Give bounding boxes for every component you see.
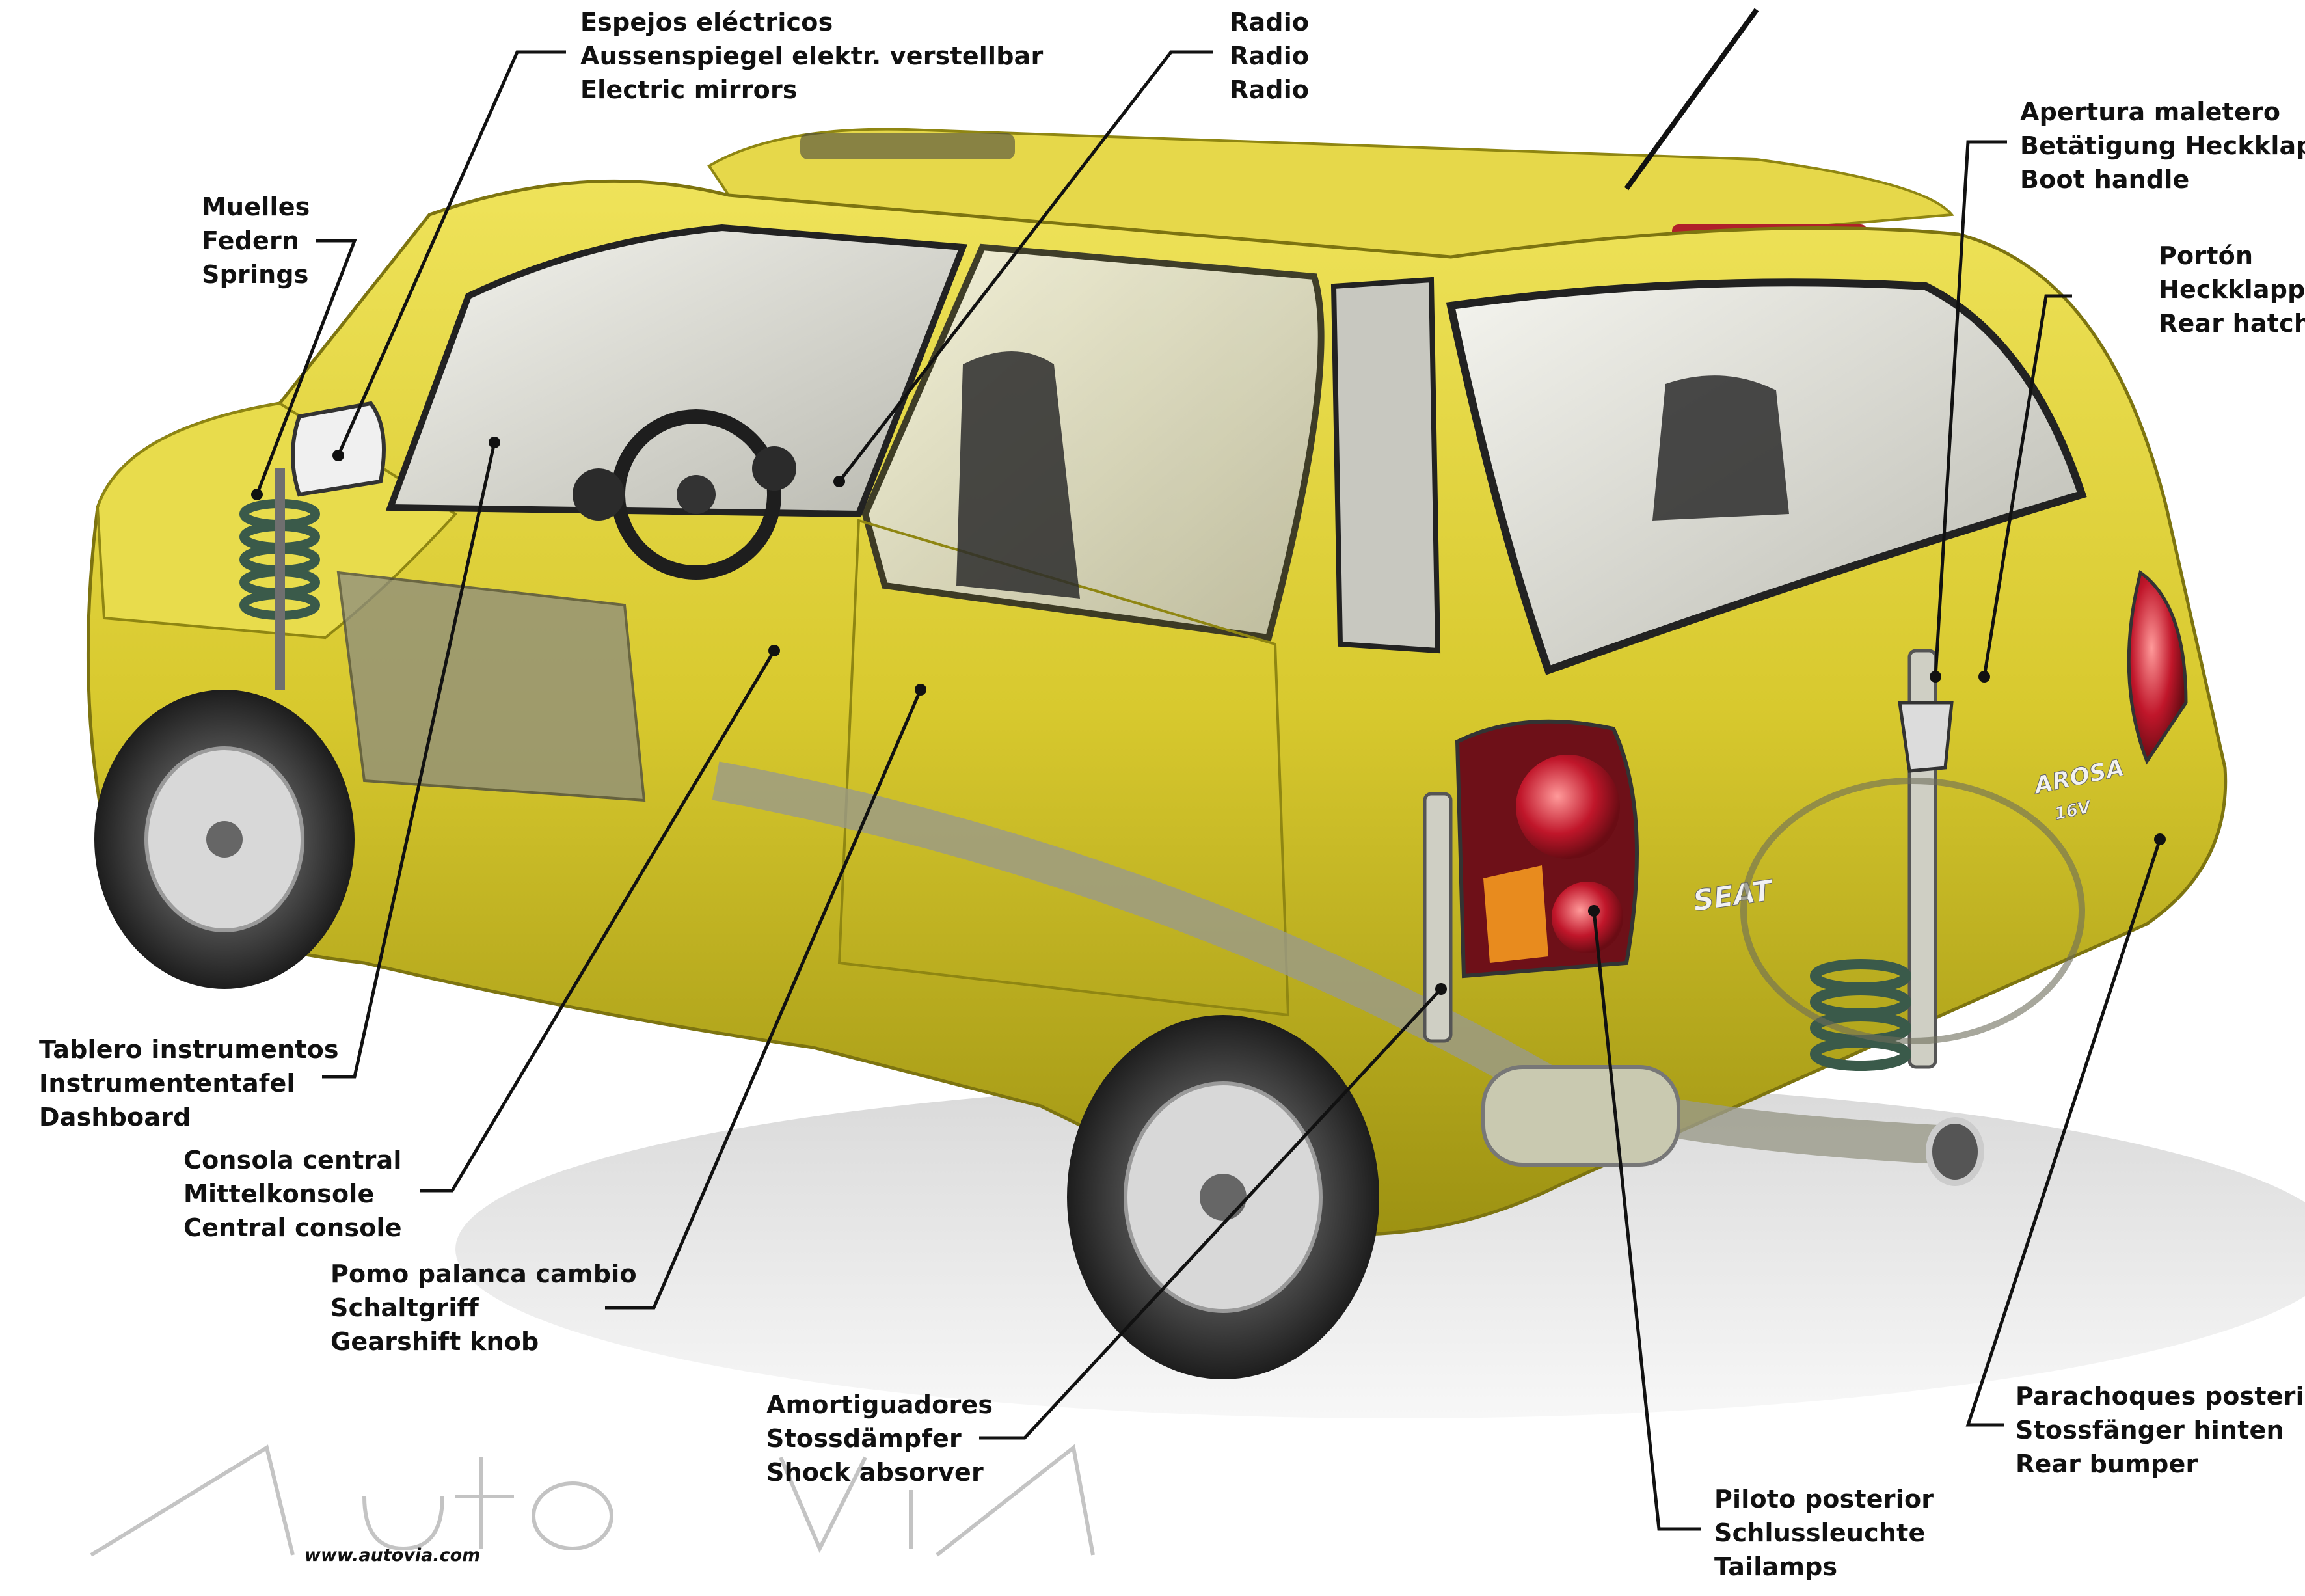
label-rear-bumper: Parachoques posterior Stossfänger hinten… [2015, 1382, 2305, 1478]
windshield [385, 224, 968, 518]
watermark-url: www.autovia.com [304, 1545, 481, 1565]
label-gearshift-knob: Pomo palanca cambio Schaltgriff Gearshif… [330, 1260, 637, 1356]
antenna [1624, 8, 1759, 191]
muffler [1481, 1065, 1680, 1167]
boot-handle-badge [1898, 701, 1954, 773]
exhaust-pipe-tip [1926, 1117, 1984, 1186]
label-shock-absorber: Amortiguadores Stossdämpfer Shock absorv… [766, 1390, 993, 1487]
leader-gearshift-knob [605, 689, 923, 1310]
rear-wheel [1067, 1015, 1379, 1379]
rear-seat [1652, 375, 1789, 521]
leader-rear-hatch [1982, 294, 2072, 677]
leader-dots [251, 437, 2166, 995]
rear-shock-left [1423, 792, 1453, 1043]
autovia-logo [90, 1444, 1095, 1557]
leader-lines [255, 50, 2162, 1531]
rear-spring-illustration [1810, 959, 1911, 1071]
tail-lamp-lens-1 [1516, 755, 1620, 859]
variant-badge: 16V [2053, 797, 2094, 824]
side-window-rear [1330, 277, 1441, 654]
leader-mirrors [336, 50, 566, 457]
spare-wheel [1740, 778, 2085, 1044]
leader-shock-absorber [979, 988, 1442, 1440]
tail-lamp-lens-2 [1552, 882, 1623, 953]
roof [707, 128, 1954, 259]
tail-lamp-right [2127, 569, 2188, 765]
leader-dashboard [322, 442, 496, 1079]
label-radio: Radio Radio Radio [1230, 8, 1310, 104]
leader-springs [255, 239, 357, 495]
electric-mirror [291, 401, 386, 497]
leader-rear-bumper [1965, 839, 2162, 1427]
leader-tailamps [1592, 910, 1701, 1531]
label-dashboard: Tablero instrumentos Instrumententafel D… [39, 1035, 339, 1131]
label-rear-hatch: Portón Heckklappe Rear hatch [2159, 241, 2305, 338]
leader-radio [838, 50, 1213, 483]
label-central-console: Consola central Mittelkonsole Central co… [183, 1146, 402, 1242]
label-tailamps: Piloto posterior Schlussleuchte Tailamps [1714, 1485, 1934, 1581]
label-electric-mirrors: Espejos eléctricos Aussenspiegel elektr.… [580, 8, 1044, 104]
sunroof [800, 133, 1015, 159]
label-springs: Muelles Federn Springs [202, 193, 310, 289]
front-seat [956, 351, 1080, 599]
front-wheel [94, 690, 355, 989]
ground-shadow [455, 1080, 2305, 1418]
engine [336, 571, 646, 802]
tail-lamp-indicator [1483, 865, 1548, 963]
leader-central-console [420, 649, 776, 1193]
label-boot-handle: Apertura maletero Betätigung Heckklappe … [2020, 98, 2305, 194]
leader-boot-handle [1934, 140, 2007, 677]
